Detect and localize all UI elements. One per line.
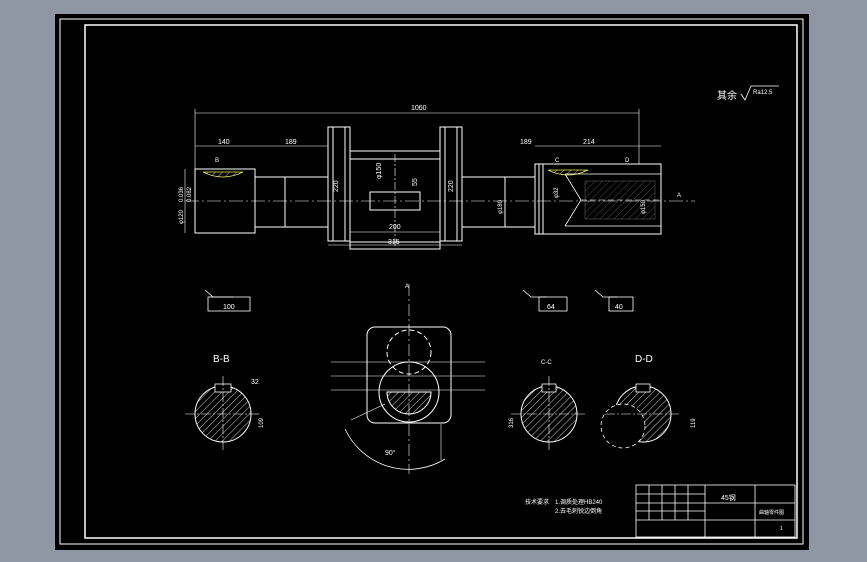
svg-text:119: 119 [691, 418, 697, 428]
svg-text:100: 100 [223, 304, 235, 311]
title-block: 45钢 曲轴零件图 1 [635, 484, 796, 538]
crank-section: 90° A [331, 284, 485, 474]
svg-text:D: D [625, 158, 630, 164]
svg-text:C: C [555, 158, 560, 164]
svg-text:φ150: φ150 [376, 163, 383, 179]
svg-text:B: B [215, 158, 219, 164]
svg-text:1: 1 [780, 526, 783, 532]
svg-text:90°: 90° [385, 449, 396, 457]
svg-text:B-B: B-B [213, 354, 230, 365]
main-dimension-texts: 1060 140 189 189 214 φ120 0.036 0.082 22… [179, 105, 647, 246]
drawing-frame: 其余 Ra12.5 [55, 14, 809, 550]
svg-text:40: 40 [615, 304, 623, 311]
svg-text:1060: 1060 [411, 105, 427, 112]
inner-border [84, 24, 798, 539]
roughness-note: 其余 Ra12.5 [717, 85, 779, 102]
technical-notes: 技术要求 1.调质处理HB240 2.去毛刺锐边倒角 [525, 498, 603, 515]
svg-text:曲轴零件图: 曲轴零件图 [759, 509, 784, 516]
shaft-main-view [185, 126, 695, 250]
section-dd: D-D 119 [600, 354, 697, 449]
svg-text:220: 220 [333, 180, 340, 192]
svg-text:其余: 其余 [717, 89, 737, 102]
svg-text:C-C: C-C [541, 360, 552, 366]
engineering-drawing: 其余 Ra12.5 [59, 18, 804, 545]
svg-text:φ32: φ32 [554, 187, 560, 198]
main-dimensions [184, 109, 661, 246]
section-cc: C-C 316 [509, 360, 587, 452]
section-markers: B C D A [215, 158, 681, 199]
svg-text:A: A [677, 193, 681, 199]
svg-text:A: A [405, 284, 409, 290]
svg-text:0.082: 0.082 [187, 186, 193, 202]
svg-text:D-D: D-D [635, 354, 653, 365]
svg-text:1.调质处理HB240: 1.调质处理HB240 [555, 498, 603, 506]
svg-text:45钢: 45钢 [721, 493, 736, 502]
keyway-left: 100 [204, 289, 251, 312]
keyway-mid: 64 [522, 289, 568, 312]
section-bb: B-B 32 109 [185, 354, 265, 452]
svg-text:2.去毛刺锐边倒角: 2.去毛刺锐边倒角 [555, 507, 602, 515]
svg-text:200: 200 [389, 224, 401, 231]
svg-text:55: 55 [412, 178, 419, 186]
svg-text:技术要求: 技术要求 [525, 498, 549, 506]
svg-text:189: 189 [520, 139, 532, 146]
svg-text:315: 315 [388, 239, 400, 246]
svg-text:220: 220 [448, 180, 455, 192]
svg-text:214: 214 [583, 139, 595, 146]
svg-text:φ150: φ150 [641, 199, 647, 214]
svg-text:109: 109 [259, 417, 265, 428]
svg-text:316: 316 [509, 417, 515, 428]
svg-text:140: 140 [218, 139, 230, 146]
svg-text:0.036: 0.036 [179, 186, 185, 202]
svg-text:64: 64 [547, 304, 555, 311]
svg-text:32: 32 [251, 379, 259, 386]
svg-text:189: 189 [285, 139, 297, 146]
svg-text:φ120: φ120 [179, 209, 185, 224]
svg-text:Ra12.5: Ra12.5 [753, 90, 773, 96]
svg-text:φ180: φ180 [498, 199, 504, 214]
outer-border [59, 18, 804, 545]
keyway-right: 40 [594, 289, 634, 312]
